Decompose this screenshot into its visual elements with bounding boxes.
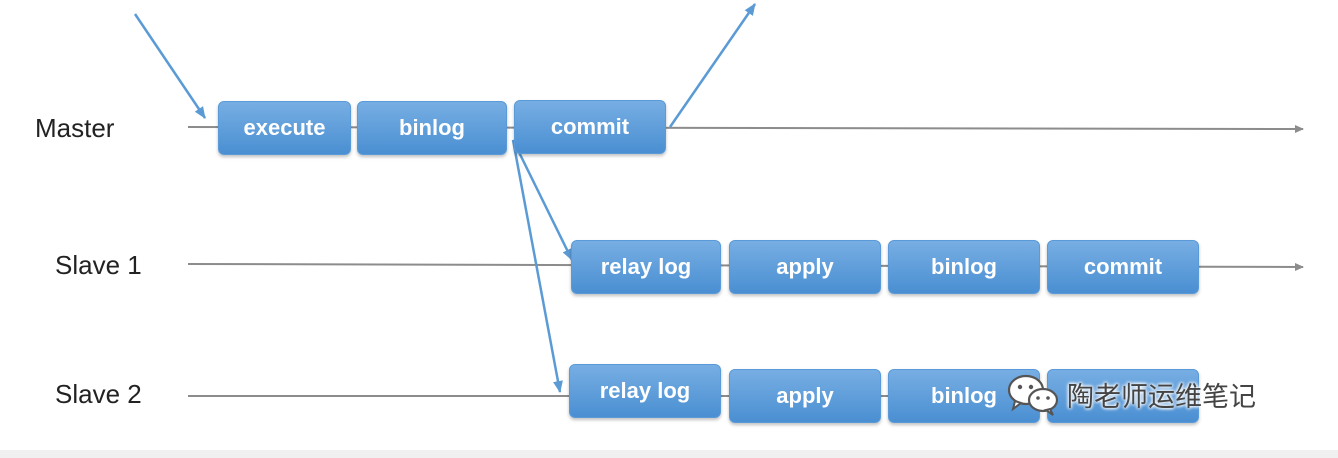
- watermark: 陶老师运维笔记: [1005, 372, 1256, 416]
- slave1-step-commit: commit: [1047, 240, 1199, 294]
- slave2-step-commit: commit: [1047, 369, 1199, 423]
- outgoing-arrow: [668, 3, 757, 128]
- binlog-to-slave2-arrow: [511, 139, 563, 393]
- watermark-text: 陶老师运维笔记: [1067, 381, 1256, 413]
- binlog-to-slave1-arrow: [511, 139, 574, 261]
- master-step-binlog: binlog: [357, 101, 507, 155]
- slave2-step-binlog: binlog: [888, 369, 1040, 423]
- slave1-step-relay-log: relay log: [571, 240, 721, 294]
- slave1-label: Slave 1: [55, 250, 142, 280]
- bottom-strip: [0, 450, 1338, 458]
- slave2-label: Slave 2: [55, 379, 142, 409]
- slave1-step-apply: apply: [729, 240, 881, 294]
- master-timeline: [187, 124, 1304, 133]
- slave2-step-relay-log: relay log: [569, 364, 721, 418]
- slave2-step-apply: apply: [729, 369, 881, 423]
- master-label: Master: [35, 113, 115, 143]
- slave1-step-binlog: binlog: [888, 240, 1040, 294]
- master-step-execute: execute: [218, 101, 351, 155]
- master-step-commit: commit: [514, 100, 666, 154]
- incoming-arrow: [133, 13, 207, 119]
- wechat-icon: [1007, 374, 1059, 416]
